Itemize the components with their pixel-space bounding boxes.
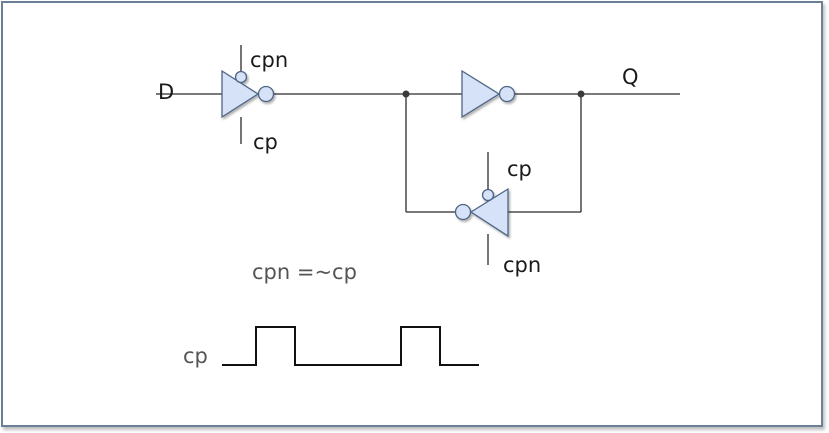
transmission-gate-2 — [454, 187, 509, 238]
label-tg2-cp: cp — [507, 157, 532, 181]
label-tg2-cpn: cpn — [503, 253, 541, 277]
label-q-output: Q — [622, 65, 639, 89]
wires — [156, 45, 680, 265]
junction-node-q — [577, 90, 585, 98]
diagram-frame — [1, 1, 823, 427]
junction-node-a — [402, 90, 410, 98]
label-equation: cpn =~cp — [252, 260, 357, 284]
label-d-input: D — [158, 80, 174, 104]
clock-waveform — [222, 326, 479, 366]
label-tg1-cp: cp — [253, 130, 278, 154]
label-tg1-cpn: cpn — [250, 48, 288, 72]
inverter — [461, 69, 516, 119]
transmission-gate-1 — [221, 69, 275, 119]
label-clock: cp — [183, 344, 208, 368]
